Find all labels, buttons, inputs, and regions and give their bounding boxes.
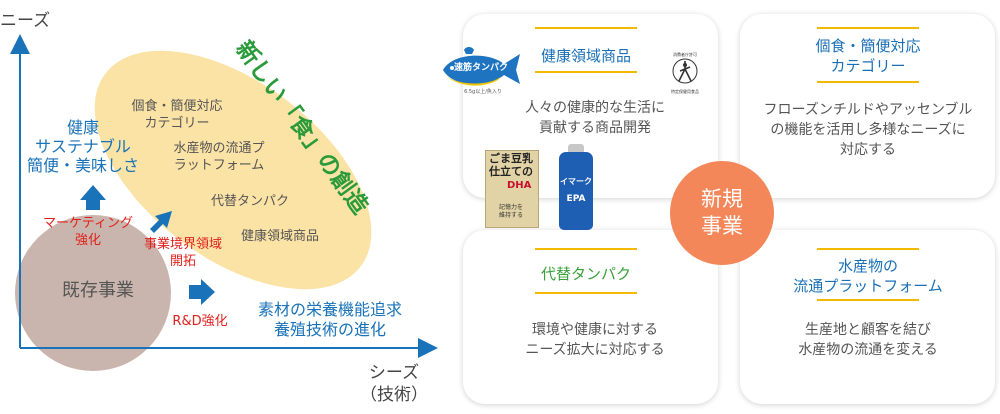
new-business-circle: 新規 事業: [670, 161, 774, 265]
soy-milk-foot: 記憶力を 維持する: [498, 204, 523, 219]
boundary-text: 事業境界領域 開拓: [143, 237, 222, 269]
ellipse-item-kosyoku: 個食・簡便対応 カテゴリー: [131, 99, 223, 131]
existing-business-label: 既存事業: [62, 280, 134, 301]
up-arrow: [80, 185, 106, 210]
fish-logo-text: 速筋タンパク: [453, 63, 508, 73]
tokuho-mark-icon: [672, 58, 698, 84]
card-ryutsu-bar-bottom: [817, 299, 919, 301]
imarch-bottle-cap: [568, 144, 584, 152]
needs-side-text: 健康 サステナブル 簡便・美味しさ: [26, 118, 139, 175]
ellipse-item-alt-protein: 代替タンパク: [210, 194, 289, 209]
x-axis-label: シーズ （技術）: [360, 363, 428, 405]
card-kosyoku-bar-bottom: [817, 81, 919, 83]
card-alt-protein-title: 代替タンパク: [540, 265, 631, 283]
right-arrow: [189, 279, 215, 305]
ellipse-item-ryutsu: 水産物の流通プ ラットフォーム: [173, 141, 265, 173]
marketing-text: マーケティング 強化: [43, 216, 133, 248]
soy-milk-product-image: [485, 150, 539, 228]
imarch-label: イマーク: [560, 177, 592, 186]
card-alt-protein: [463, 230, 718, 404]
card-kosyoku-desc: フローズンチルドやアッセンブル の機能を活用し多様なニーズに 対応する: [763, 102, 973, 158]
soy-milk-dha: DHA: [507, 180, 532, 191]
seeds-side-text: 素材の栄養機能追求 養殖技術の進化: [257, 300, 402, 339]
imarch-epa: EPA: [566, 194, 586, 204]
diagram-canvas: [10, 34, 438, 371]
card-health-title: 健康領域商品: [540, 47, 631, 65]
tokuho-label: 特定保健用食品: [671, 89, 699, 94]
rd-text: R&D強化: [172, 314, 228, 329]
imarch-bottle-image: [559, 152, 593, 230]
soy-milk-label: ごま豆乳 仕立ての: [489, 152, 533, 178]
tokuho-top-text: 消費者庁許可: [673, 52, 697, 57]
card-ryutsu-desc: 生産地と顧客を結び 水産物の流通を変える: [798, 322, 938, 358]
y-axis-label: ニーズ: [0, 11, 51, 31]
card-ryutsu-bar-top: [817, 248, 919, 250]
card-health-bar-top: [535, 27, 637, 29]
card-alt-protein-bar-top: [535, 248, 637, 250]
card-health-desc: 人々の健康的な生活に 貢献する商品開発: [525, 100, 665, 136]
existing-business-circle: [15, 215, 171, 371]
card-alt-protein-desc: 環境や健康に対する ニーズ拡大に対応する: [525, 322, 665, 358]
card-ryutsu: [740, 230, 995, 404]
card-kosyoku: [740, 14, 995, 198]
fish-logo-subtext: 6.5g以上/魚入り: [464, 89, 502, 95]
card-health-bar-bottom: [535, 71, 637, 73]
diagonal-arrow: [150, 211, 172, 233]
new-domain-ellipse: [94, 50, 372, 290]
card-kosyoku-title: 個食・簡便対応 カテゴリー: [815, 37, 921, 75]
card-kosyoku-bar-top: [817, 27, 919, 29]
card-ryutsu-title: 水産物の 流通プラットフォーム: [793, 257, 943, 295]
fish-logo-icon: [443, 47, 520, 86]
card-alt-protein-bar-bottom: [535, 292, 637, 294]
ellipse-item-health: 健康領域商品: [240, 229, 319, 244]
